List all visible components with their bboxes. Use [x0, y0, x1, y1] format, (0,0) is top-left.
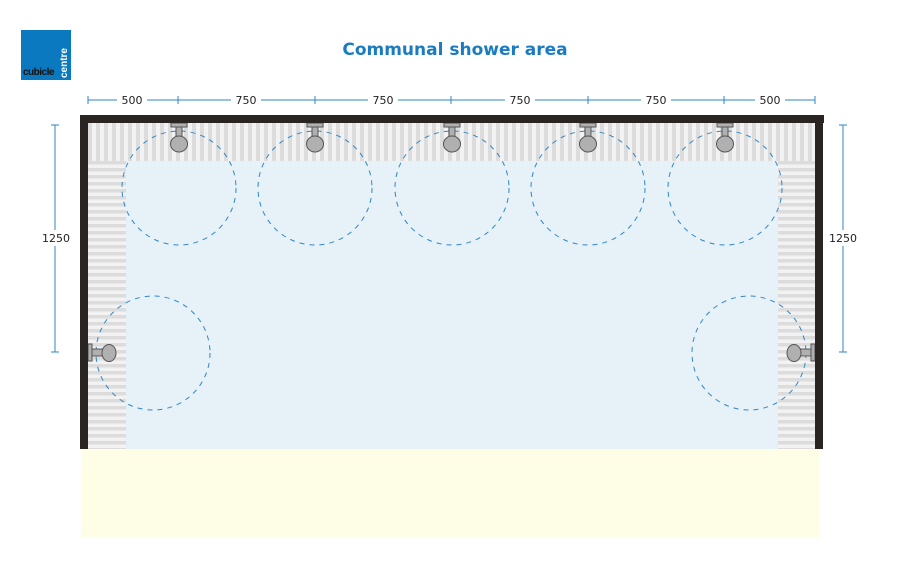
dim-label: 750: [510, 94, 531, 107]
shower-part: [170, 135, 188, 153]
left-drain-grating: [88, 161, 126, 449]
shower-part: [306, 135, 324, 153]
shower-head-icon: [170, 122, 188, 128]
dim-label: 750: [646, 94, 667, 107]
walls: [80, 115, 824, 449]
shower-heads: [87, 122, 816, 362]
shower-head-icon: [306, 122, 324, 128]
shower-part: [443, 135, 461, 153]
shower-head-icon: [579, 122, 597, 128]
cubicle-centre-logo: cubicle centre: [21, 30, 71, 80]
shower-head-icon: [443, 122, 461, 128]
dim-label: 500: [760, 94, 781, 107]
shower-floor: [88, 123, 815, 449]
logo-word-cubicle: cubicle: [23, 67, 54, 78]
dim-label: 750: [373, 94, 394, 107]
shower-head-icon: [810, 343, 816, 362]
page-title: Communal shower area: [342, 40, 568, 60]
outside-area: [81, 449, 819, 537]
right-dim-label: 1250: [829, 232, 857, 245]
shower-part: [716, 135, 734, 153]
dim-label: 500: [122, 94, 143, 107]
shower-part: [101, 344, 117, 362]
right-drain-grating: [778, 161, 815, 449]
shower-part: [579, 135, 597, 153]
shower-head-icon: [716, 122, 734, 128]
top-dimension-labels: 500 750 750 750 750 500: [117, 93, 785, 107]
shower-part: [786, 344, 802, 362]
shower-head-icon: [87, 343, 93, 362]
left-dim-label: 1250: [42, 232, 70, 245]
dim-label: 750: [236, 94, 257, 107]
